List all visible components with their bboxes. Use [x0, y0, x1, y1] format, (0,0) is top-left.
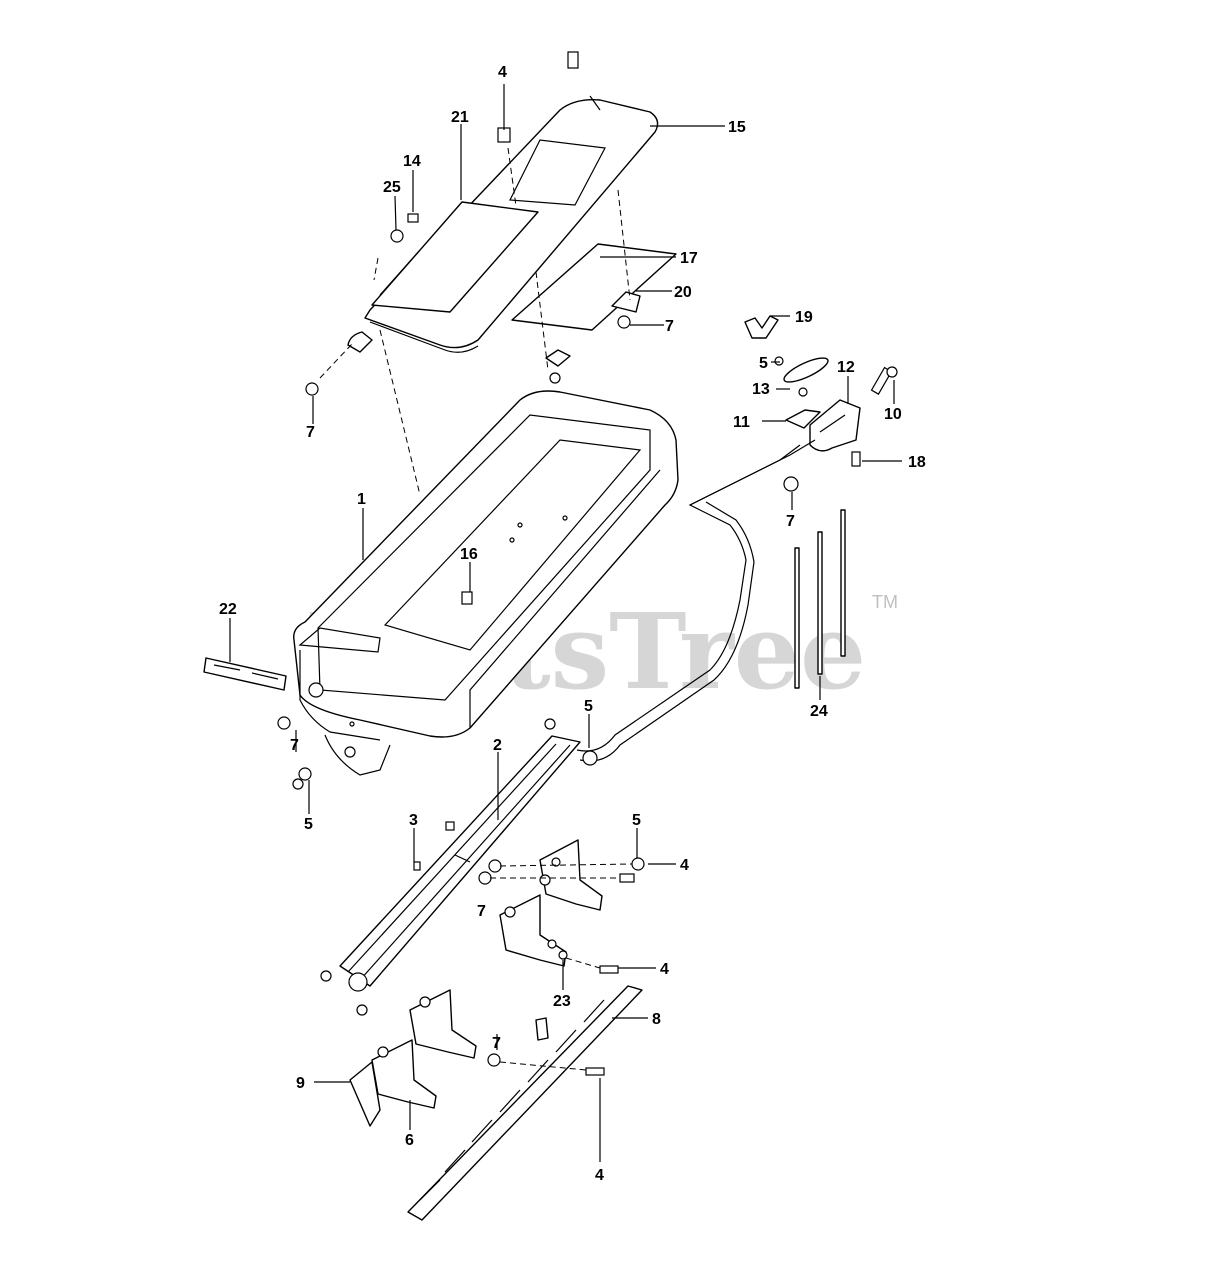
callout-5-arm: 5 — [584, 698, 593, 715]
bolt-4-top — [497, 127, 511, 143]
callout-19: 19 — [795, 309, 813, 326]
callout-6: 6 — [405, 1132, 414, 1149]
bolt-16 — [461, 591, 473, 605]
callout-5-cover: 5 — [759, 355, 768, 372]
washer-23 — [558, 950, 568, 960]
callout-4-top: 4 — [498, 64, 507, 81]
callout-3: 3 — [409, 812, 418, 829]
callout-23: 23 — [553, 993, 571, 1010]
callout-22: 22 — [219, 601, 237, 618]
pivot-bar-part — [320, 718, 581, 1016]
callout-8: 8 — [652, 1011, 661, 1028]
washer-25 — [390, 229, 404, 243]
nut-7-top — [305, 382, 319, 396]
main-housing-part — [293, 390, 679, 776]
callout-14: 14 — [403, 153, 421, 170]
bolt-4-bottom — [585, 1067, 605, 1076]
nut-7-left — [292, 778, 304, 790]
bolt-top — [567, 51, 579, 69]
nut-7-cover — [617, 315, 631, 329]
callout-7-arm: 7 — [786, 513, 795, 530]
callout-17: 17 — [680, 250, 698, 267]
leader-lines — [229, 84, 902, 1162]
callouts: 4 15 21 14 25 17 20 7 7 19 5 13 12 11 10… — [219, 64, 926, 1184]
washer-5-bracket — [631, 857, 645, 871]
watermark-trademark: TM — [872, 592, 898, 612]
callout-16: 16 — [460, 546, 478, 563]
lever-assembly — [689, 315, 898, 506]
callout-7-top-left: 7 — [306, 424, 315, 441]
nut-7-bracket-a — [488, 859, 502, 873]
bolt-4-upper — [619, 873, 635, 883]
callout-20: 20 — [674, 284, 692, 301]
callout-10: 10 — [884, 406, 902, 423]
nut-7-left-upper — [277, 716, 291, 730]
callout-13: 13 — [752, 381, 770, 398]
callout-7-left: 7 — [290, 737, 299, 754]
callout-7-bottom: 7 — [492, 1035, 501, 1052]
bracket-6-bottom — [371, 1039, 437, 1109]
callout-5-bracket: 5 — [632, 812, 641, 829]
bolt-4-mid — [599, 965, 619, 974]
decal-22 — [203, 657, 287, 691]
nut-7-bottom — [487, 1053, 501, 1067]
callout-21: 21 — [451, 109, 469, 126]
callout-4-right-upper: 4 — [680, 857, 689, 874]
control-rod — [576, 444, 801, 752]
callout-4-right-mid: 4 — [660, 961, 669, 978]
callout-11: 11 — [733, 414, 750, 431]
spring-bar-8 — [407, 985, 643, 1221]
callout-5-left: 5 — [304, 816, 313, 833]
callout-15: 15 — [728, 119, 746, 136]
callout-18: 18 — [908, 454, 926, 471]
callout-2: 2 — [493, 737, 502, 754]
callout-7-cover-right: 7 — [665, 318, 674, 335]
callout-24: 24 — [810, 703, 828, 720]
callout-1: 1 — [357, 491, 366, 508]
nut-7-bracket-b — [478, 871, 492, 885]
callout-7-bracket: 7 — [477, 903, 486, 920]
plate-9 — [349, 1061, 381, 1127]
bracket-6-upper — [539, 839, 603, 911]
bracket-6-lower — [409, 989, 477, 1059]
bolt-14 — [407, 213, 419, 223]
washer-5-left — [298, 767, 312, 781]
washer-5-rod — [582, 750, 598, 766]
top-cover-part — [347, 95, 677, 384]
cable-ties-24 — [794, 509, 846, 689]
callout-9: 9 — [296, 1075, 305, 1092]
callout-4-bottom: 4 — [595, 1167, 604, 1184]
callout-12: 12 — [837, 359, 855, 376]
bracket-6-mid — [499, 894, 567, 967]
callout-25: 25 — [383, 179, 401, 196]
